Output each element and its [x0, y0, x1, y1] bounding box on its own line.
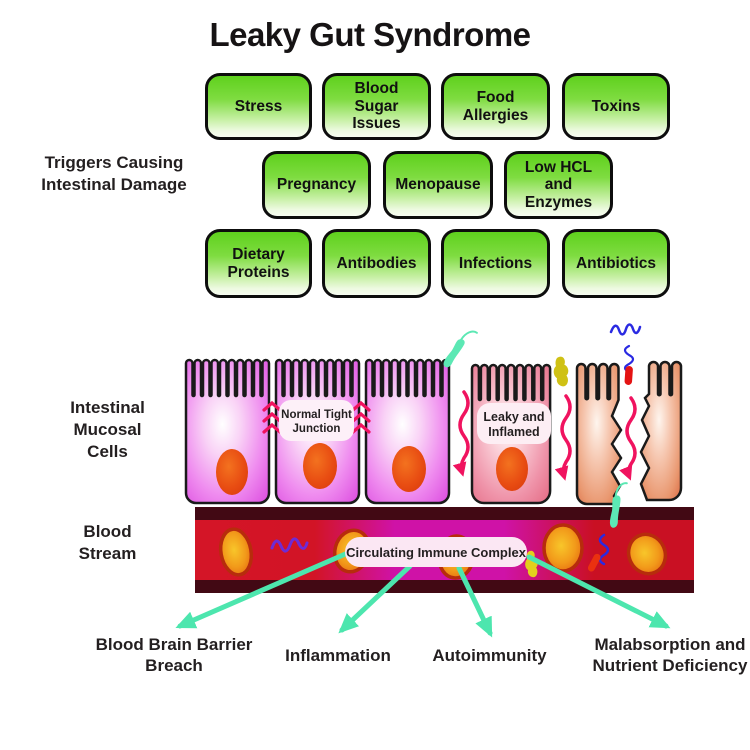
damaged-cell-1 [575, 362, 623, 506]
red-blood-cells [218, 523, 668, 580]
nucleus [496, 447, 528, 491]
normal-tight-junction-text-line2: Junction [293, 423, 341, 435]
outcome-inflammation: Inflammation [285, 646, 391, 665]
bacteria-blob [553, 356, 569, 387]
immune-complex-text: Circulating Immune Complex [346, 545, 527, 560]
arrow-to-inflammation [338, 563, 413, 634]
flagellate-microbe [441, 325, 479, 374]
leak-arrows [452, 390, 637, 481]
leaky-inflamed-text-line1: Leaky and [483, 410, 544, 424]
trigger-dietary-proteins: Dietary Proteins [205, 229, 312, 298]
trigger-food-allergies: Food Allergies [441, 73, 550, 140]
normal-tight-junction-label: Normal Tight Junction [279, 400, 354, 441]
leak-arrow [452, 390, 470, 477]
nucleus [216, 449, 248, 495]
bacterium-rod [624, 365, 633, 385]
outcome-arrows [175, 549, 671, 638]
leaky-inflamed-label: Leaky and Inflamed [477, 403, 551, 444]
red-blood-cell [626, 532, 668, 576]
red-blood-cell [218, 527, 254, 577]
nucleus [303, 443, 337, 489]
triggers-section-label: Triggers Causing Intestinal Damage [41, 153, 187, 195]
trigger-stress: Stress [205, 73, 312, 140]
trigger-infections: Infections [441, 229, 550, 298]
intestinal-cells-row [184, 358, 683, 506]
outcome-blood-brain: Blood Brain Barrier Breach [95, 635, 253, 676]
leaky-inflamed-text-line2: Inflamed [488, 425, 539, 439]
virus-squiggle [598, 533, 610, 566]
leak-arrow [619, 396, 637, 481]
trigger-pregnancy: Pregnancy [262, 151, 371, 219]
trigger-antibodies: Antibodies [322, 229, 431, 298]
normal-tight-junction-text-line1: Normal Tight [281, 409, 352, 421]
arrow-to-autoimmunity [456, 565, 493, 638]
outcome-malabsorption: Malabsorption and Nutrient Deficiency [592, 635, 748, 676]
blood-stream-label: Blood Stream [78, 522, 137, 564]
page-title: Leaky Gut Syndrome [209, 16, 531, 53]
red-blood-cell [542, 523, 584, 573]
arrow-to-blood-brain [175, 549, 353, 629]
nucleus [392, 446, 426, 492]
trigger-antibiotics: Antibiotics [562, 229, 670, 298]
mucosal-cells-label: Intestinal Mucosal Cells [70, 398, 145, 462]
leak-arrow [554, 394, 572, 481]
outcome-autoimmunity: Autoimmunity [432, 646, 547, 665]
immune-complex-label: Circulating Immune Complex [345, 537, 527, 567]
arrow-to-malabsorption [526, 554, 671, 629]
trigger-toxins: Toxins [562, 73, 670, 140]
trigger-blood-sugar: Blood Sugar Issues [322, 73, 431, 140]
bacterium-rod [587, 553, 601, 572]
damaged-cell-2 [639, 360, 683, 502]
trigger-low-hcl: Low HCL and Enzymes [504, 151, 613, 219]
trigger-menopause: Menopause [383, 151, 493, 219]
virus-squiggle [609, 323, 642, 336]
virus-squiggle [623, 344, 635, 374]
cell-nuclei [216, 443, 528, 495]
virus-squiggle [270, 537, 309, 553]
